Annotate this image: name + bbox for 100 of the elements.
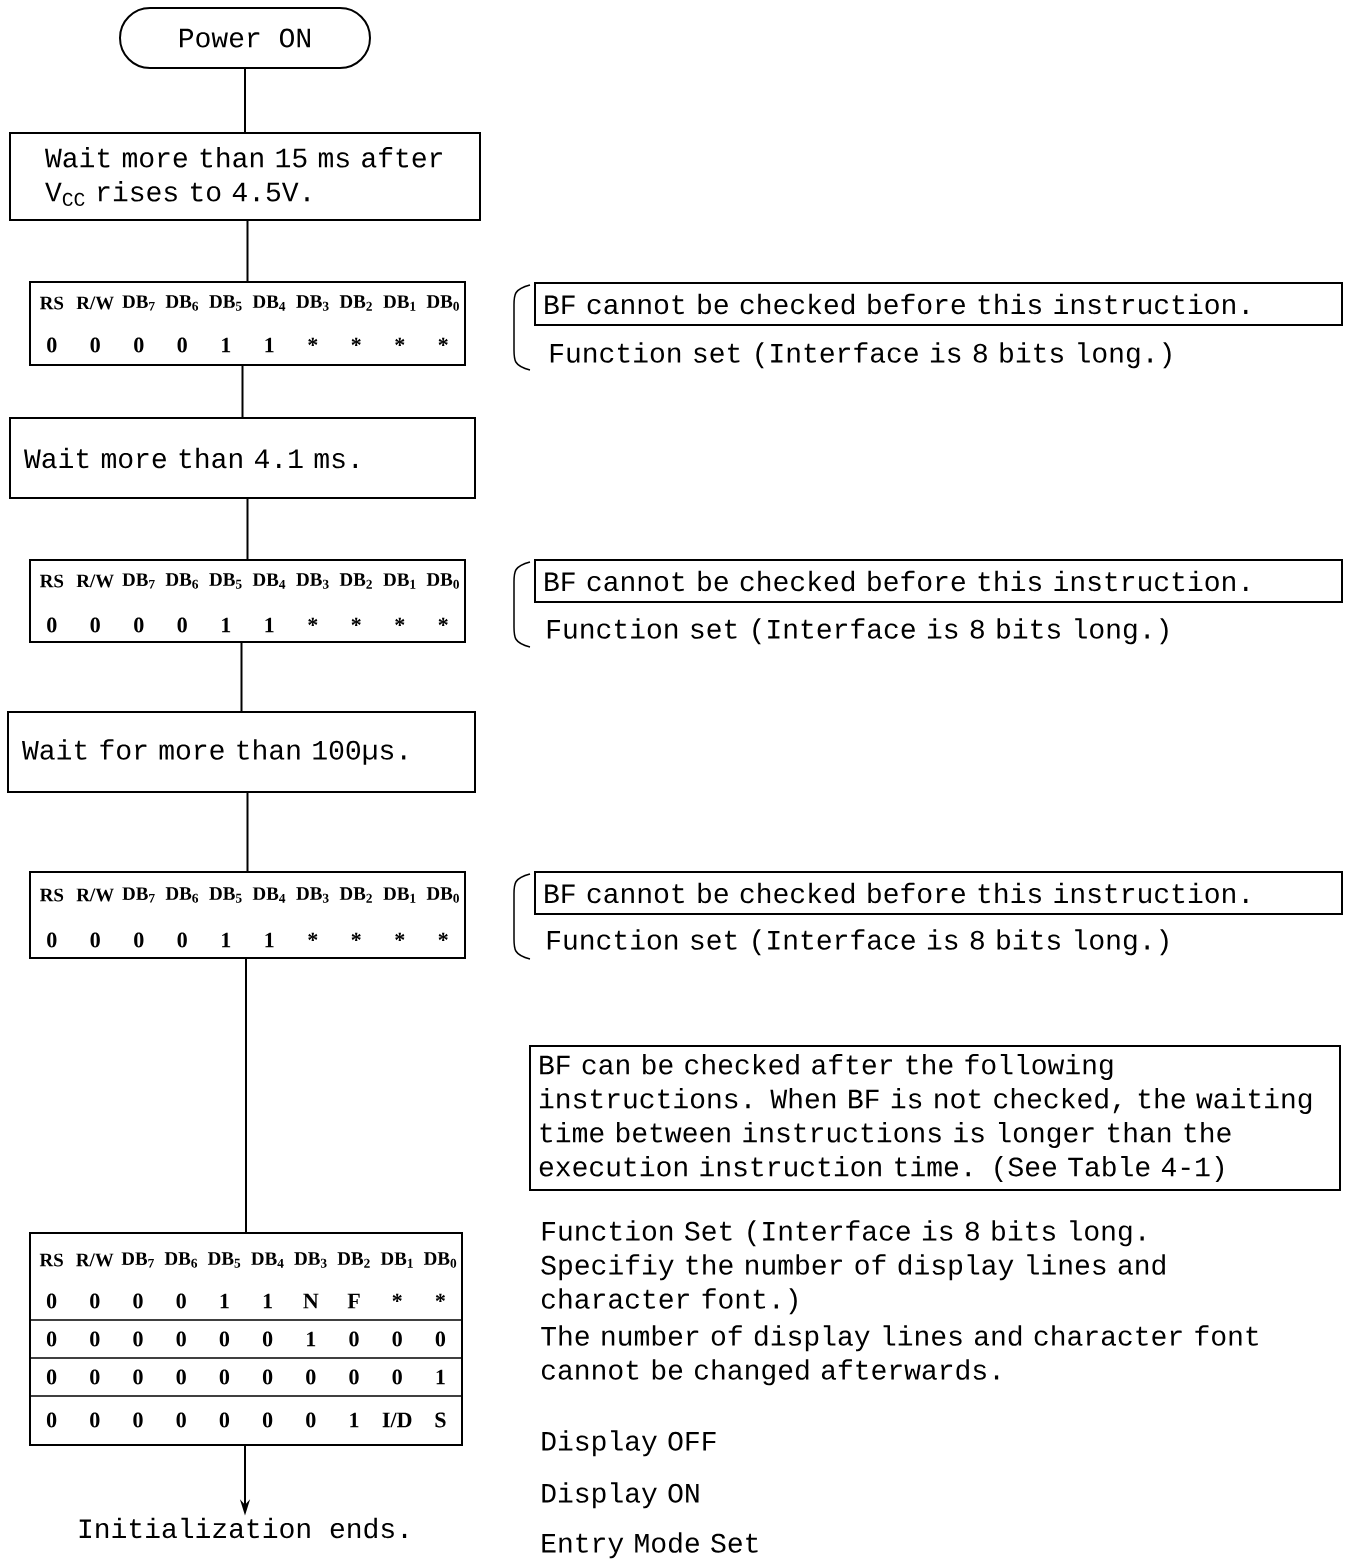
table-cell: 1 (222, 337, 231, 353)
note-box: BF cannot be checked before this instruction. (534, 282, 1343, 326)
table-cell: RS (40, 574, 64, 588)
table-cell: 0 (177, 617, 187, 633)
table-cell: DB$_{6}$ (165, 573, 199, 589)
table-cell: 0 (46, 1412, 57, 1428)
table-cell: 0 (90, 1331, 100, 1347)
table-cell: 1 (265, 932, 274, 948)
table-cell: DB$_{0}$ (426, 295, 459, 311)
annotation-text: Entry Mode Set (542, 1532, 758, 1559)
table-cell: DB$_{2}$ (339, 573, 372, 589)
table-cell: 0 (177, 337, 187, 353)
table-cell: DB$_{1}$ (380, 1252, 413, 1268)
table-cell: RS (40, 888, 64, 902)
table-cell: 0 (392, 1369, 402, 1385)
table-cell: DB$_{5}$ (209, 295, 242, 311)
table-cell: DB$_{5}$ (207, 1252, 241, 1268)
table-cell: DB$_{1}$ (383, 573, 416, 589)
connector (246, 498, 249, 560)
table-cell: DB$_{0}$ (426, 573, 459, 589)
table-cell: * (308, 617, 318, 627)
table-cell: 0 (349, 1331, 359, 1347)
table-cell: DB$_{4}$ (252, 295, 286, 311)
note-box: BF can be checked after the following instructions. When BF is not checked, the waiting time between instructions is longer than the execution instruction time. (See Table 4-1) (529, 1045, 1341, 1191)
connector (245, 958, 247, 1233)
table-cell: DB$_{1}$ (383, 887, 416, 903)
table-cell: 1 (436, 1369, 445, 1385)
table-cell: DB$_{2}$ (339, 887, 372, 903)
table-cell: 0 (392, 1331, 402, 1347)
table-cell: 0 (90, 337, 100, 353)
table-cell: * (435, 1293, 445, 1303)
table-cell: 1 (307, 1331, 316, 1347)
table-cell: DB$_{1}$ (383, 295, 416, 311)
table-cell: 1 (265, 617, 274, 633)
table-cell: DB$_{3}$ (296, 887, 329, 903)
table-cell: 0 (46, 1293, 57, 1309)
table-cell: F (347, 1293, 360, 1309)
table-cell: DB$_{7}$ (121, 1252, 154, 1268)
table-cell: 0 (262, 1369, 273, 1385)
table-cell: * (308, 337, 318, 347)
table-cell: R/W (76, 296, 114, 310)
table-cell: DB$_{4}$ (252, 887, 286, 903)
table-cell: * (438, 337, 448, 347)
table-cell: 0 (177, 932, 187, 948)
table-cell: 0 (46, 1331, 57, 1347)
table-cell: 0 (90, 1369, 100, 1385)
table-cell: * (395, 617, 405, 627)
table-cell: 1 (220, 1293, 229, 1309)
table-cell: DB$_{4}$ (252, 573, 286, 589)
table-cell: 0 (262, 1331, 273, 1347)
table-cell: 1 (222, 932, 231, 948)
table-cell: RS (39, 1253, 63, 1267)
table-cell: 0 (219, 1331, 230, 1347)
process-box: Wait for more than 100µs. (7, 711, 476, 793)
table-cell: RS (40, 296, 64, 310)
connector (241, 365, 244, 418)
table-cell: * (395, 337, 405, 347)
table-cell: DB$_{6}$ (165, 887, 199, 903)
table-cell: DB$_{6}$ (165, 295, 199, 311)
bit-table (29, 871, 466, 959)
table-cell: * (351, 617, 361, 627)
connector (240, 642, 243, 712)
note-box: BF cannot be checked before this instruction. (534, 559, 1343, 603)
table-cell: * (395, 932, 405, 942)
annotation-text: Function set (Interface is 8 bits long.) (547, 929, 1168, 956)
table-cell: DB$_{3}$ (296, 573, 329, 589)
annotation-text: Function set (Interface is 8 bits long.) (547, 618, 1168, 645)
table-cell: * (438, 617, 448, 627)
annotation-text: Display OFF (542, 1430, 716, 1457)
bit-table (29, 559, 466, 643)
table-cell: DB$_{3}$ (294, 1252, 327, 1268)
table-cell: * (351, 932, 361, 942)
table-cell: 0 (133, 1293, 143, 1309)
table-cell: * (351, 337, 361, 347)
process-box: Wait more than 15 ms after V$_{CC}$ rises to 4.5V. (9, 132, 481, 221)
bit-table (29, 281, 466, 366)
table-cell: 0 (176, 1412, 186, 1428)
table-cell: DB$_{5}$ (209, 887, 242, 903)
table-cell: DB$_{7}$ (122, 295, 155, 311)
annotation-text: Function Set (Interface is 8 bits long. Specifiy the number of display lines and character font.) (541, 1220, 1165, 1315)
table-cell: 0 (134, 617, 144, 633)
table-cell: 0 (133, 1412, 143, 1428)
table-cell: 1 (222, 617, 231, 633)
table-cell: 0 (47, 337, 57, 353)
table-cell: 0 (134, 337, 144, 353)
table-cell: 0 (435, 1331, 446, 1347)
table-cell: 0 (47, 617, 57, 633)
table-cell: DB$_{0}$ (423, 1252, 457, 1268)
table-cell: 0 (90, 1412, 100, 1428)
terminal-box: Power ON (119, 7, 371, 69)
table-cell: DB$_{2}$ (339, 295, 372, 311)
connector (246, 792, 249, 872)
table-cell: 0 (133, 1369, 143, 1385)
table-cell: 0 (90, 932, 100, 948)
table-cell: 0 (349, 1369, 359, 1385)
table-cell: 0 (306, 1369, 316, 1385)
table-cell: 1 (350, 1412, 359, 1428)
table-cell: 0 (47, 932, 57, 948)
table-cell: DB$_{4}$ (251, 1252, 284, 1268)
table-cell: DB$_{7}$ (122, 573, 155, 589)
